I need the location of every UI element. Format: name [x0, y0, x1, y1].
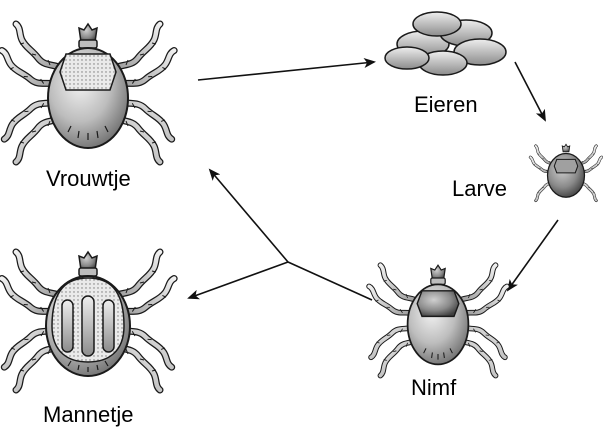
arrow-female-to-eggs [198, 62, 374, 80]
larva-tick-illustration [530, 144, 601, 200]
arrow-eggs-to-larva [515, 62, 545, 120]
arrow-branch-to-female [210, 170, 288, 262]
arrow-larva-to-nymph [508, 220, 558, 290]
arrow-nymph-branch [288, 262, 372, 300]
label-female: Vrouwtje [46, 168, 131, 190]
label-eggs: Eieren [414, 94, 478, 116]
eggs-illustration [385, 12, 506, 75]
nymph-tick-illustration [369, 265, 507, 375]
female-tick-illustration [2, 24, 174, 162]
label-nymph: Nimf [411, 377, 456, 399]
label-male: Mannetje [43, 404, 134, 426]
male-tick-illustration [2, 252, 174, 390]
arrow-branch-to-male [189, 262, 288, 298]
label-larva: Larve [452, 178, 507, 200]
